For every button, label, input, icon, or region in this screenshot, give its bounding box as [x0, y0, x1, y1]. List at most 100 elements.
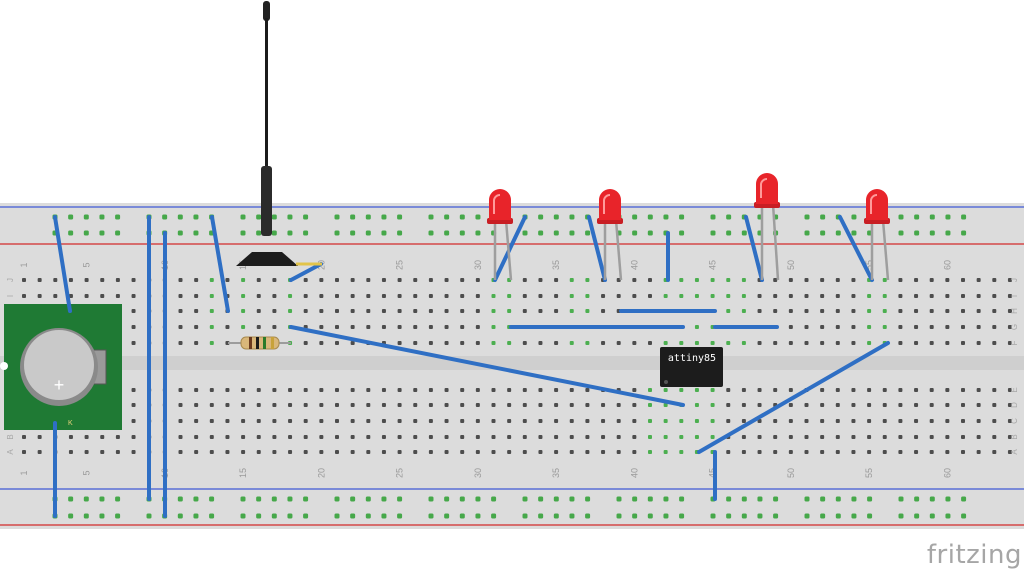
hole — [601, 450, 606, 454]
hole — [444, 278, 449, 282]
hole — [820, 450, 825, 454]
hole — [851, 294, 856, 298]
rail-hole — [271, 214, 277, 220]
hole — [444, 435, 449, 439]
hole — [428, 388, 433, 392]
hole — [538, 309, 543, 313]
hole — [961, 309, 965, 313]
hole — [914, 309, 919, 313]
row-letter: G — [1010, 324, 1019, 330]
hole — [272, 435, 277, 439]
hole — [710, 435, 715, 439]
hole — [929, 309, 934, 313]
rail-hole — [459, 214, 465, 220]
hole — [694, 325, 699, 329]
column-number-bottom: 45 — [708, 468, 718, 478]
hole — [788, 309, 793, 313]
hole — [648, 278, 652, 282]
hole — [741, 388, 746, 392]
chip-notch — [664, 380, 668, 384]
row-letter: H — [1010, 308, 1019, 314]
hole — [522, 388, 527, 392]
rail-hole — [679, 513, 685, 519]
row-letter: J — [1010, 278, 1019, 282]
hole — [178, 325, 183, 329]
hole — [507, 294, 512, 298]
hole — [851, 450, 856, 454]
hole — [1007, 435, 1012, 439]
hole — [319, 341, 324, 345]
rail-hole — [162, 214, 168, 220]
hole — [788, 325, 793, 329]
resistor-band — [256, 337, 259, 349]
column-number-top: 5 — [82, 262, 92, 267]
hole — [428, 419, 433, 423]
rail-hole — [820, 214, 826, 220]
center-channel — [0, 356, 1024, 370]
hole — [272, 388, 277, 392]
rail-hole — [365, 214, 371, 220]
hole — [460, 341, 465, 345]
hole — [413, 403, 418, 407]
rail-hole — [271, 230, 277, 236]
hole — [663, 388, 668, 392]
hole — [914, 403, 919, 407]
hole — [491, 435, 496, 439]
hole — [569, 419, 574, 423]
hole — [914, 341, 919, 345]
antenna-base — [236, 252, 298, 266]
led-highlight — [870, 193, 878, 214]
hole — [741, 278, 746, 282]
rail-hole — [569, 513, 575, 519]
led-leg — [771, 203, 780, 281]
hole — [381, 419, 386, 423]
hole — [694, 435, 699, 439]
hole — [397, 309, 402, 313]
hole — [241, 419, 246, 423]
hole — [867, 435, 872, 439]
hole — [366, 450, 371, 454]
hole — [851, 388, 856, 392]
hole — [178, 388, 183, 392]
hole — [100, 435, 105, 439]
hole — [225, 450, 230, 454]
rail-hole — [835, 230, 841, 236]
hole — [522, 278, 527, 282]
rail-hole — [397, 496, 403, 502]
hole — [507, 403, 512, 407]
hole — [976, 325, 981, 329]
hole — [961, 278, 965, 282]
hole — [694, 278, 699, 282]
rail-hole — [99, 496, 105, 502]
hole — [898, 325, 903, 329]
row-letter: A — [6, 449, 15, 455]
rail-hole — [256, 513, 262, 519]
rail-hole — [475, 513, 481, 519]
attiny85-chip: attiny85 — [660, 347, 723, 387]
hole — [522, 419, 527, 423]
hole — [882, 309, 887, 313]
rail-hole — [193, 496, 199, 502]
rail-hole — [271, 513, 277, 519]
hole — [475, 435, 480, 439]
rail-hole — [569, 230, 575, 236]
hole — [413, 450, 418, 454]
rail-hole — [397, 230, 403, 236]
hole — [961, 450, 965, 454]
hole — [773, 341, 778, 345]
hole — [475, 325, 480, 329]
hole — [820, 341, 825, 345]
hole — [632, 341, 637, 345]
hole — [131, 341, 136, 345]
hole — [585, 309, 590, 313]
hole — [538, 435, 543, 439]
column-number-bottom: 5 — [82, 470, 92, 475]
column-number-top: 60 — [942, 260, 952, 270]
rail-hole — [428, 230, 434, 236]
hole — [538, 341, 543, 345]
hole — [381, 278, 386, 282]
rail-hole — [647, 496, 653, 502]
hole — [397, 450, 402, 454]
hole — [898, 450, 903, 454]
hole — [303, 388, 308, 392]
